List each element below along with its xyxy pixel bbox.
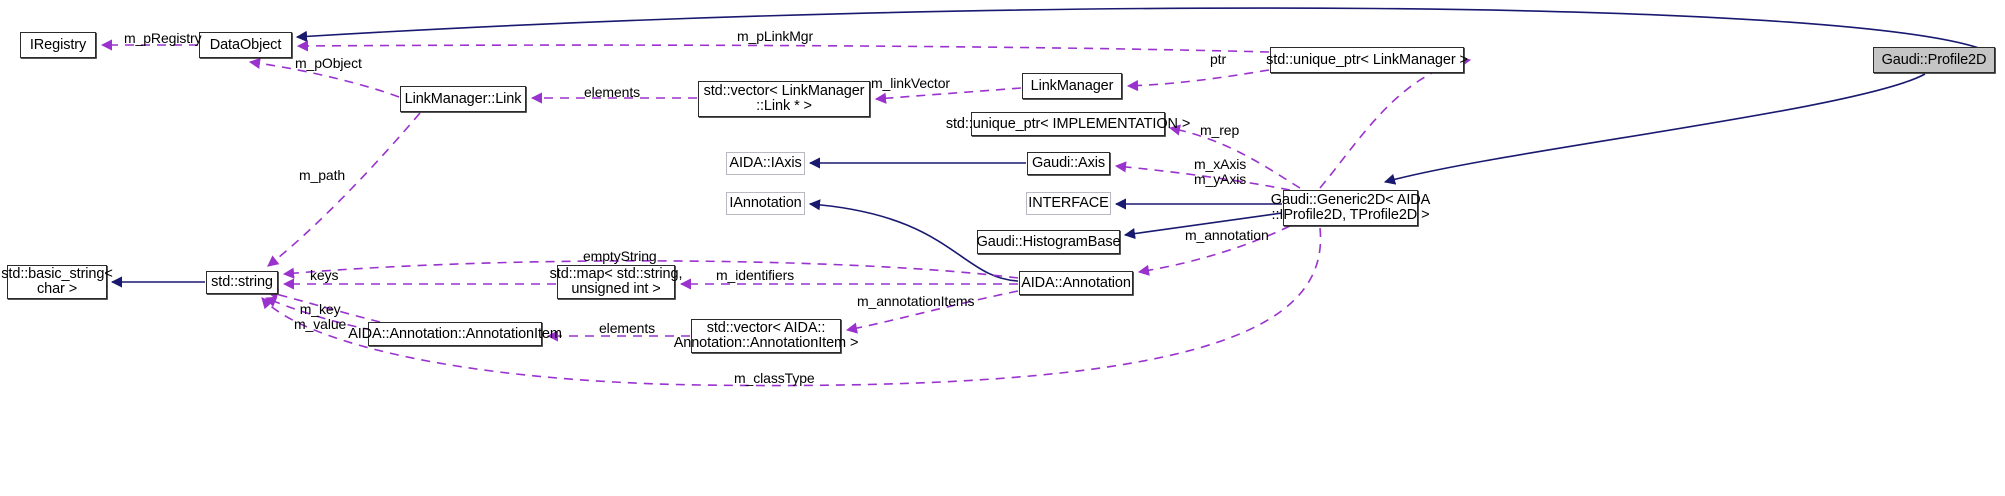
node-vector-linkmanager-link[interactable]: std::vector< LinkManager ::Link * >: [698, 81, 870, 117]
node-interface[interactable]: INTERFACE: [1026, 192, 1111, 215]
node-linkmanager-link[interactable]: LinkManager::Link: [400, 86, 526, 112]
node-std-basic-string[interactable]: std::basic_string< char >: [1, 265, 113, 299]
edge-label-elements-annotation: elements: [599, 320, 656, 336]
node-dataobject[interactable]: DataObject: [199, 32, 292, 58]
edge-label-emptystring: emptyString: [583, 248, 657, 264]
edge-label-m-path: m_path: [299, 167, 346, 183]
node-unique-ptr-implementation[interactable]: std::unique_ptr< IMPLEMENTATION >: [946, 112, 1190, 136]
edge-label-keys: keys: [310, 267, 339, 283]
node-iannotation[interactable]: IAnnotation: [726, 192, 805, 215]
node-aida-annotation-annotationitem[interactable]: AIDA::Annotation::AnnotationItem: [348, 322, 562, 346]
edge-label-m-plinkmgr: m_pLinkMgr: [737, 28, 814, 44]
node-aida-annotation[interactable]: AIDA::Annotation: [1019, 271, 1133, 295]
node-std-map-string-uint[interactable]: std::map< std::string, unsigned int >: [549, 265, 683, 299]
node-iregistry[interactable]: IRegistry: [20, 32, 96, 58]
node-std-string[interactable]: std::string: [206, 271, 278, 294]
edge-label-m-rep: m_rep: [1200, 122, 1240, 138]
node-unique-ptr-linkmanager[interactable]: std::unique_ptr< LinkManager >: [1266, 47, 1468, 73]
node-gaudi-profile2d[interactable]: Gaudi::Profile2D: [1873, 47, 1995, 73]
edge-label-m-key-m-value: m_key m_value: [294, 301, 347, 332]
edge-label-m-pregistry: m_pRegistry: [124, 30, 202, 46]
node-linkmanager[interactable]: LinkManager: [1022, 73, 1122, 99]
edge-label-elements-link: elements: [584, 84, 641, 100]
edge-label-m-xaxis-m-yaxis: m_xAxis m_yAxis: [1194, 156, 1247, 187]
edge-label-m-identifiers: m_identifiers: [716, 267, 795, 283]
node-gaudi-generic2d[interactable]: Gaudi::Generic2D< AIDA ::IProfile2D, TPr…: [1271, 190, 1430, 226]
edge-label-m-pobject: m_pObject: [295, 55, 362, 71]
edge-label-m-linkvector: m_linkVector: [871, 75, 950, 91]
edge-label-m-classtype: m_classType: [734, 370, 815, 386]
edge-label-ptr: ptr: [1210, 51, 1227, 67]
edge-label-m-annotationitems: m_annotationItems: [857, 293, 975, 309]
node-aida-iaxis[interactable]: AIDA::IAxis: [726, 152, 805, 175]
edge-label-m-annotation: m_annotation: [1185, 227, 1269, 243]
node-gaudi-histogrambase[interactable]: Gaudi::HistogramBase: [977, 230, 1121, 254]
node-vector-annotationitem[interactable]: std::vector< AIDA:: Annotation::Annotati…: [673, 319, 859, 353]
node-gaudi-axis[interactable]: Gaudi::Axis: [1027, 152, 1110, 175]
